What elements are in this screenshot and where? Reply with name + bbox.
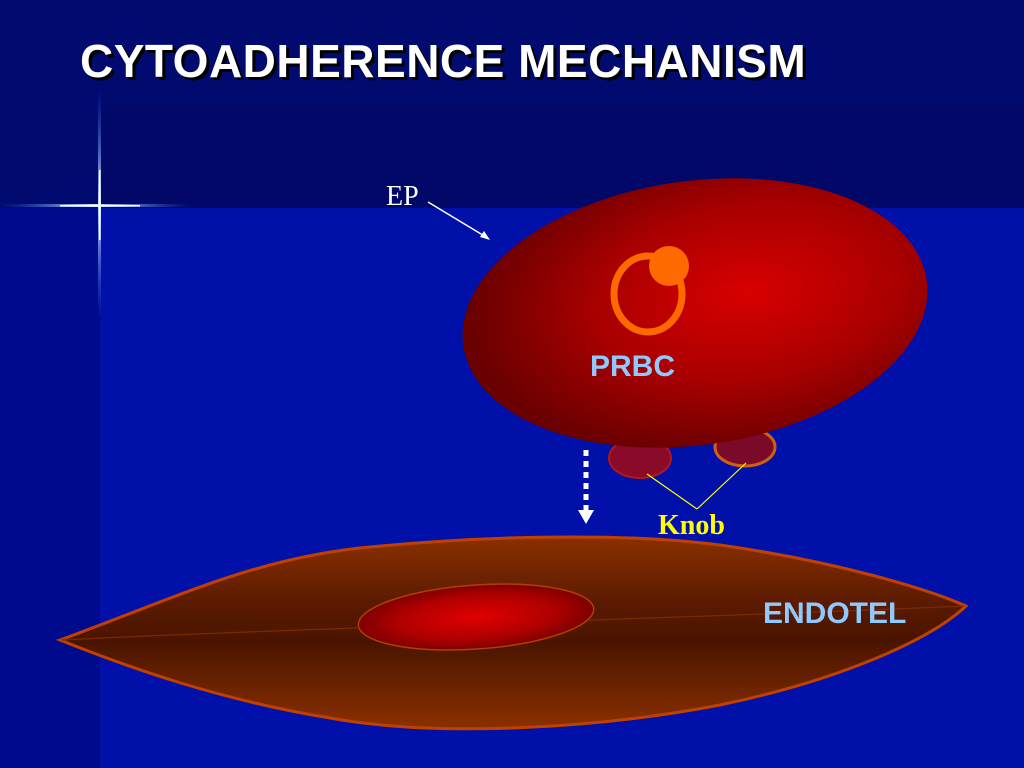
sparkle-star-icon <box>0 90 190 320</box>
endotel-label: ENDOTEL <box>763 597 907 630</box>
knob-label: Knob <box>658 510 725 541</box>
prbc-cell <box>462 178 928 448</box>
adhesion-arrow <box>578 450 594 524</box>
slide-title: CYTOADHERENCE MECHANISM <box>80 35 807 87</box>
knob-leader-lines <box>646 462 747 510</box>
ep-label: EP <box>386 181 419 212</box>
parasite-ring-icon <box>610 246 689 336</box>
background-header-bar <box>100 105 1024 208</box>
prbc-label: PRBC <box>590 350 676 383</box>
ep-pointer-arrow <box>427 201 490 240</box>
endothel-nucleus <box>357 583 595 651</box>
